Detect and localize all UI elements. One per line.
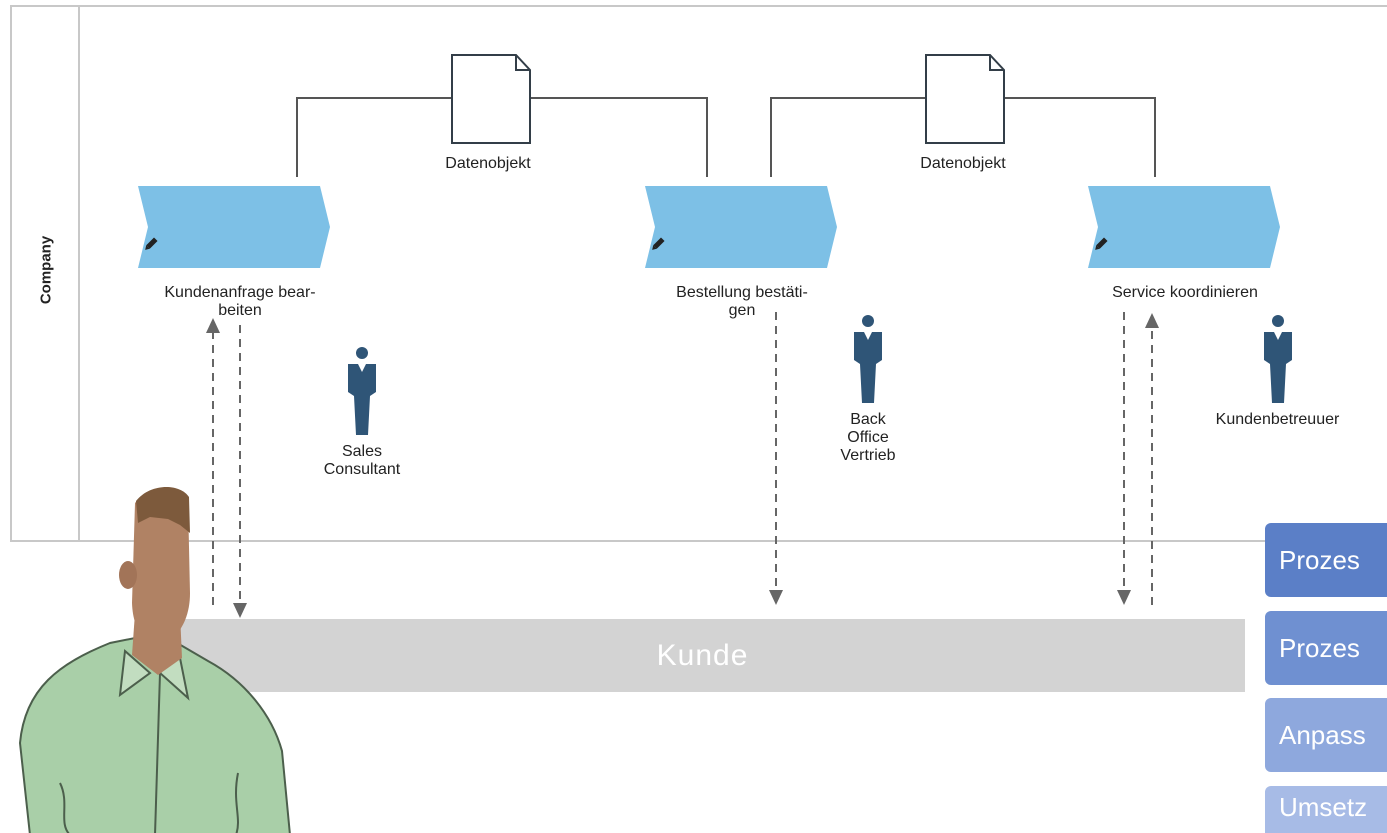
role-label: Kundenbetreuuer — [1190, 411, 1365, 429]
company-pool — [10, 5, 1387, 542]
pool-header — [10, 5, 80, 542]
arrow-up-icon — [1145, 313, 1159, 328]
function-label-line: gen — [728, 302, 756, 319]
menu-button-label: Umsetz — [1279, 792, 1368, 822]
customer-illustration — [18, 486, 291, 833]
function-shape[interactable] — [645, 186, 837, 268]
role-label-line: Vertrieb — [840, 447, 896, 464]
role-label: Sales Consultant — [302, 443, 422, 479]
customer-lane[interactable]: Kunde — [160, 619, 1245, 692]
data-object-icon[interactable] — [925, 54, 1005, 144]
menu-button[interactable]: Umsetz — [1265, 786, 1387, 833]
connector-4 — [1004, 97, 1156, 177]
menu-button-label: Anpass — [1279, 719, 1366, 750]
menu-button[interactable]: Anpass — [1265, 698, 1387, 772]
role-label-line: Office — [847, 429, 889, 446]
function-label: Kundenanfrage bear- beiten — [120, 284, 360, 320]
menu-button[interactable]: Prozes — [1265, 523, 1387, 597]
connector-3 — [770, 97, 926, 177]
person-icon — [1264, 315, 1292, 403]
person-icon — [348, 347, 376, 435]
data-object-label: Datenobjekt — [445, 155, 531, 172]
role-label-line: Consultant — [323, 461, 401, 478]
arrow-up-icon — [206, 318, 220, 333]
function-label: Service koordinieren — [1065, 284, 1305, 302]
function-shape[interactable] — [138, 186, 330, 268]
pencil-icon[interactable] — [1093, 237, 1108, 251]
function-label: Bestellung bestäti- gen — [622, 284, 862, 320]
connector-1 — [296, 97, 452, 177]
function-label-line: Kundenanfrage bear- — [164, 284, 316, 301]
function-shape[interactable] — [1088, 186, 1280, 268]
arrow-down-icon — [1117, 590, 1131, 605]
arrow-down-icon — [233, 603, 247, 618]
role-label-line: Sales — [341, 443, 383, 460]
menu-button-label: Prozes — [1279, 544, 1360, 575]
arrowheads — [206, 313, 1159, 618]
function-label-line: Service koordinieren — [1112, 284, 1258, 301]
pencil-icon[interactable] — [143, 237, 158, 251]
data-object-label: Datenobjekt — [920, 155, 1006, 172]
person-icon — [854, 315, 882, 403]
role-label-line: Kundenbetreuuer — [1215, 411, 1340, 428]
menu-button[interactable]: Prozes — [1265, 611, 1387, 685]
arrow-down-icon — [769, 590, 783, 605]
message-flows — [212, 312, 1153, 605]
function-label-line: beiten — [218, 302, 262, 319]
pencil-icon[interactable] — [650, 237, 665, 251]
data-connectors — [296, 97, 1156, 177]
menu-button-label: Prozes — [1279, 632, 1360, 663]
data-object-icon[interactable] — [451, 54, 531, 144]
role-label: Back Office Vertrieb — [808, 411, 928, 465]
function-label-line: Bestellung bestäti- — [676, 284, 808, 301]
customer-lane-label: Kunde — [656, 638, 749, 672]
role-label-line: Back — [850, 411, 886, 428]
connector-2 — [530, 97, 708, 177]
